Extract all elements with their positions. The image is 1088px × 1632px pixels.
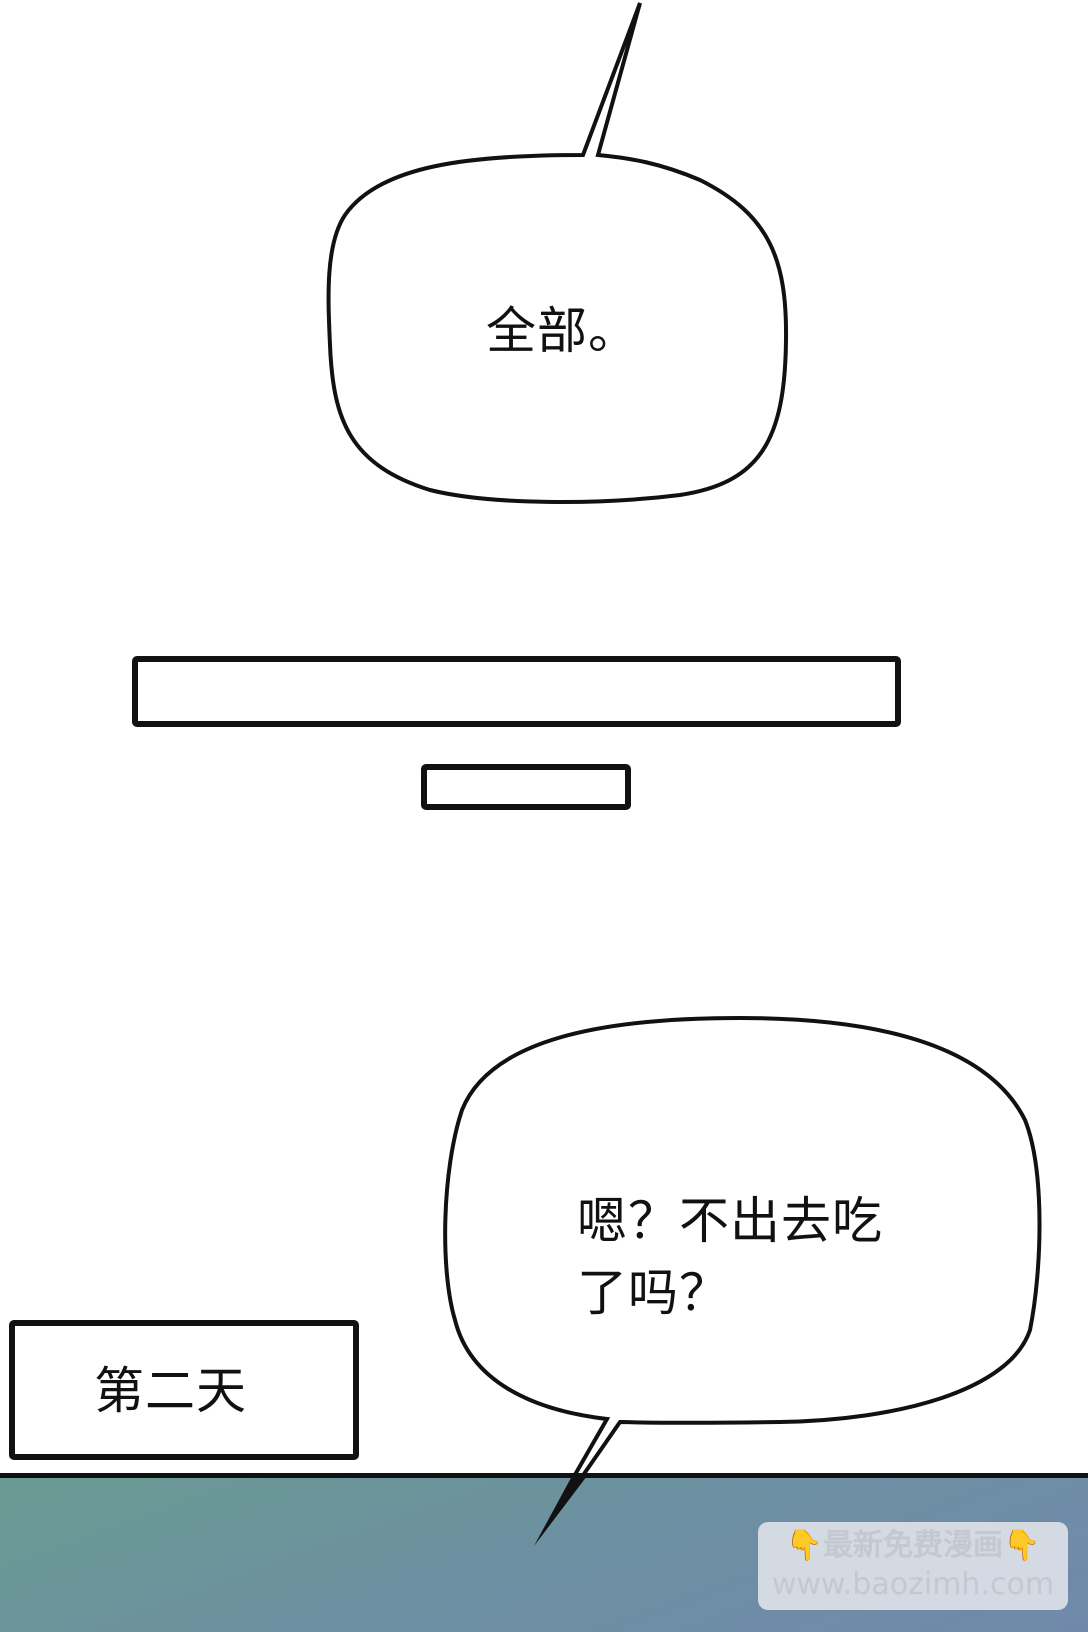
empty-caption-box-wide	[132, 656, 901, 727]
caption-text: 第二天	[94, 1362, 247, 1420]
watermark-badge[interactable]: 👇最新免费漫画👇 www.baozimh.com	[758, 1522, 1068, 1610]
speech-bubble-top	[326, 2, 789, 504]
watermark-line1: 最新免费漫画	[823, 1528, 1003, 1563]
bubble-bottom-line1: 嗯？不出去吃	[577, 1192, 883, 1250]
pointing-down-hand-icon: 👇	[785, 1528, 823, 1563]
bubble-top-text: 全部。	[486, 302, 639, 360]
watermark-url[interactable]: www.baozimh.com	[771, 1567, 1055, 1602]
empty-caption-box-small	[421, 764, 631, 810]
bubble-bottom-line2: 了吗？	[577, 1264, 730, 1322]
panel-border-line	[0, 1473, 1088, 1479]
pointing-down-hand-icon: 👇	[1003, 1528, 1041, 1563]
speech-bubble-bottom	[443, 1015, 1042, 1548]
caption-box	[9, 1320, 359, 1460]
